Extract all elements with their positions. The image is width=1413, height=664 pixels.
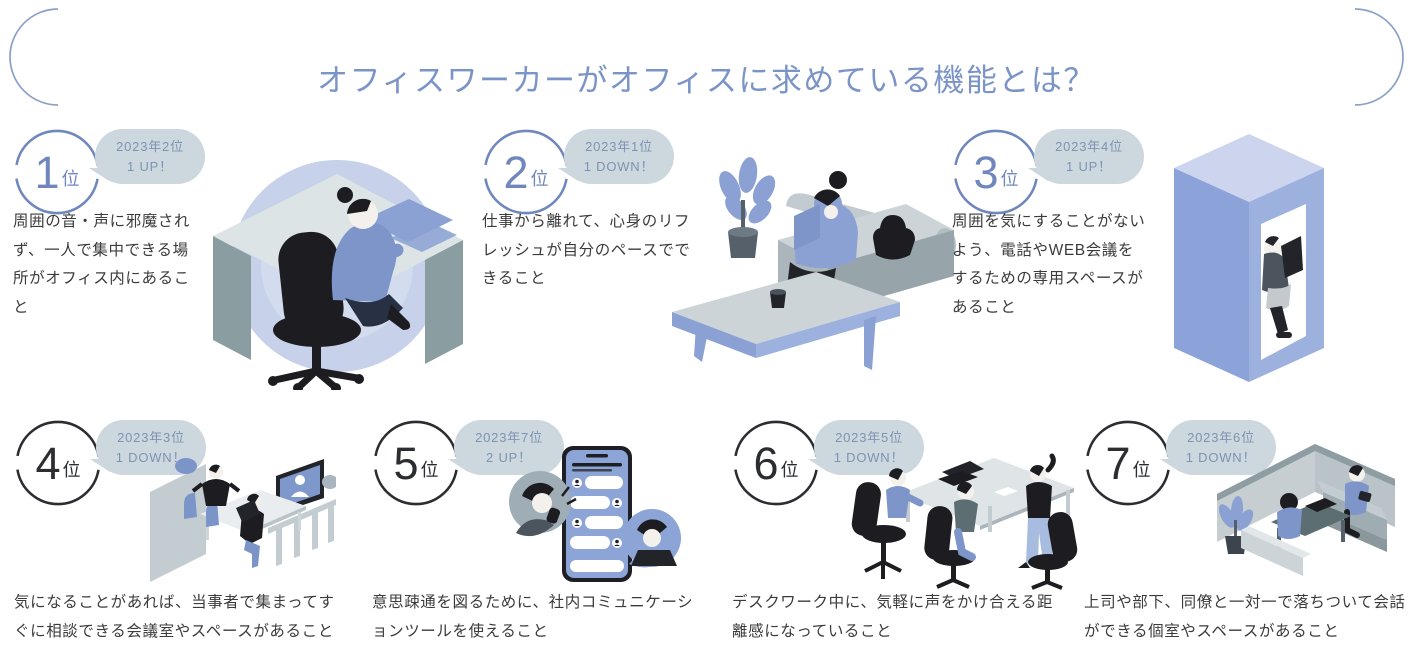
person-at-table: [1277, 493, 1302, 539]
illustration-phone-booth: [1168, 128, 1330, 388]
rank-3-circle: 3 位: [952, 128, 1040, 216]
rank-ring-icon: [483, 129, 569, 215]
badge-change: 1 DOWN！: [833, 449, 905, 465]
badge-change: 2 UP！: [486, 449, 532, 465]
badge-previous-rank: 2023年3位: [117, 430, 185, 445]
rank-2-circle: 2 位: [482, 128, 570, 216]
rank-4-description: 気になることがあれば、当事者で集まってすぐに相談できる会議室やスペースがあること: [14, 594, 335, 640]
chat-bubbles: [570, 476, 624, 572]
previous-rank-badge-6: 2023年5位 1 DOWN！: [808, 420, 924, 475]
badge-change: 1 DOWN！: [1185, 449, 1257, 465]
rank-6-description: デスクワーク中に、気軽に声をかけ合える距離感になっていること: [732, 594, 1054, 640]
previous-rank-badge-3: 2023年4位 1 UP！: [1028, 129, 1144, 184]
front-partition: [1241, 526, 1311, 576]
rank-ring-icon: [14, 129, 100, 215]
rank-number: 1: [34, 146, 60, 198]
rank-2-description: 仕事から離れて、心身のリフレッシュが自分のペースでできること: [482, 213, 691, 288]
previous-rank-badge-2: 2023年1位 1 DOWN！: [558, 129, 674, 184]
low-table: [672, 272, 900, 370]
page-title: オフィスワーカーがオフィスに求めている機能とは？: [317, 62, 1096, 98]
plant: [719, 157, 776, 258]
avatar-laptop-person: [623, 509, 681, 568]
rank-4-circle: 4 位: [14, 419, 102, 507]
seated-person-middle: [954, 481, 978, 561]
badge-previous-rank: 2023年7位: [475, 430, 543, 445]
badge-previous-rank: 2023年4位: [1055, 139, 1123, 154]
rank-5-circle: 5 位: [372, 419, 460, 507]
previous-rank-badge-5: 2023年7位 2 UP！: [448, 420, 564, 475]
badge-previous-rank: 2023年1位: [585, 139, 653, 154]
rank-ring-icon: [373, 420, 459, 506]
coffee-cup: [770, 289, 786, 308]
rank-suffix: 位: [420, 460, 439, 480]
bag: [873, 215, 915, 260]
avatar-speaking-person: [509, 471, 577, 537]
illustration-focus-bubble-desk: [195, 128, 475, 390]
rank-7-description: 上司や部下、同僚と一対一で落ちついて会話ができる個室やスペースがあること: [1084, 594, 1406, 640]
previous-rank-badge-7: 2023年6位 1 DOWN！: [1160, 420, 1276, 475]
illustration-chat-app: [502, 442, 686, 586]
left-paren-decoration: [0, 6, 120, 110]
badge-change: 1 UP！: [1066, 158, 1112, 174]
badge-previous-rank: 2023年2位: [116, 139, 184, 154]
rank-number: 7: [1105, 437, 1131, 489]
badge-change: 1 DOWN！: [583, 158, 655, 174]
worker-person: [331, 187, 411, 330]
rank-number: 2: [503, 146, 529, 198]
rank-suffix: 位: [1132, 460, 1151, 480]
badge-change: 1 UP！: [127, 158, 173, 174]
right-paren-decoration: [1293, 6, 1413, 110]
standing-person-right: [1018, 453, 1059, 568]
speech-bubble: [175, 458, 197, 474]
seated-person-laptop: [236, 493, 264, 568]
illustration-private-lounge: [1185, 432, 1403, 578]
rank-5-description: 意思疎通を図るために、社内コミュニケーションツールを使えること: [372, 594, 694, 640]
rank-suffix: 位: [780, 460, 799, 480]
rank-number: 3: [973, 146, 999, 198]
rank-ring-icon: [15, 420, 101, 506]
standing-person: [191, 464, 241, 506]
rank-ring-icon: [953, 129, 1039, 215]
badge-change: 1 DOWN！: [115, 449, 187, 465]
rank-suffix: 位: [530, 169, 549, 189]
plant: [1218, 496, 1254, 554]
rank-number: 4: [35, 437, 61, 489]
rank-suffix: 位: [61, 169, 80, 189]
illustration-sofa-refresh: [668, 142, 956, 380]
rank-suffix: 位: [62, 460, 81, 480]
illustration-meeting-room: [148, 450, 336, 582]
rank-number: 6: [753, 437, 779, 489]
wall: [150, 464, 206, 582]
illustration-desk-conversation: [842, 448, 1080, 590]
rank-1-description: 周囲の音・声に邪魔されず、一人で集中できる場所がオフィス内にあること: [13, 213, 191, 317]
blue-chairs: [184, 493, 219, 527]
rank-7-circle: 7 位: [1084, 419, 1172, 507]
badge-previous-rank: 2023年6位: [1187, 430, 1255, 445]
rank-suffix: 位: [1000, 169, 1019, 189]
smartphone: [562, 446, 632, 582]
rank-ring-icon: [733, 420, 819, 506]
previous-rank-badge-1: 2023年2位 1 UP！: [89, 129, 205, 184]
seated-woman-left: [886, 468, 924, 518]
rank-number: 5: [393, 437, 419, 489]
person-on-bench: [1344, 465, 1372, 538]
rank-6-circle: 6 位: [732, 419, 820, 507]
chair-right: [1028, 512, 1078, 590]
rank-1-circle: 1 位: [13, 128, 101, 216]
person-in-booth: [1262, 236, 1303, 338]
office-chair: [268, 231, 364, 390]
chair-left: [851, 482, 906, 579]
rank-ring-icon: [1085, 420, 1171, 506]
rank-3-description: 周囲を気にすることがないよう、電話やWEB会議をするための専用スペースがあること: [952, 213, 1146, 317]
badge-previous-rank: 2023年5位: [835, 430, 903, 445]
